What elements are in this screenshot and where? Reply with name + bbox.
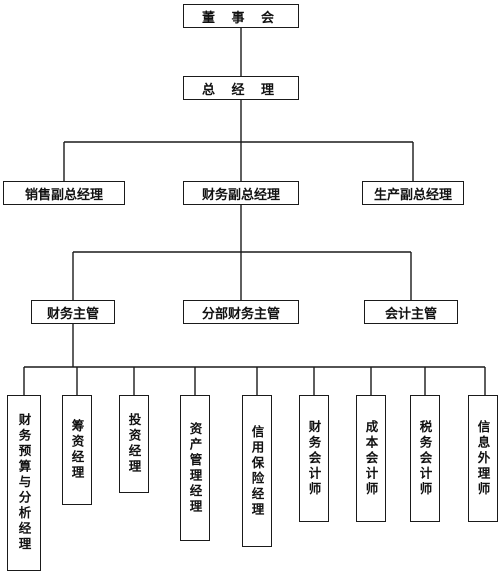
sales-vp-box: 销售副总经理: [3, 181, 125, 205]
role-label: 信息外理师: [475, 419, 491, 498]
role-label: 财务预算与分析经理: [16, 413, 32, 553]
finance-vp-box: 财务副总经理: [183, 181, 299, 205]
division-finance-head-box: 分部财务主管: [183, 300, 299, 324]
role-box-budget-analysis: 财务预算与分析经理: [7, 395, 41, 571]
role-label: 成本会计师: [363, 419, 379, 498]
general-manager-box: 总 经 理: [183, 76, 299, 100]
role-label: 信用保险经理: [249, 424, 265, 518]
role-box-cost-accountant: 成本会计师: [356, 395, 386, 522]
role-label: 投资经理: [126, 413, 142, 475]
treasurer-box: 财务主管: [31, 300, 115, 324]
role-box-investment: 投资经理: [119, 395, 149, 493]
controller-box: 会计主管: [364, 300, 458, 324]
role-box-tax-accountant: 税务会计师: [410, 395, 440, 522]
sales-vp-label: 销售副总经理: [24, 187, 103, 203]
role-box-information: 信息外理师: [468, 395, 498, 522]
treasurer-label: 财务主管: [46, 306, 99, 322]
board-label: 董 事 会: [201, 10, 281, 26]
role-box-financing: 筹资经理: [62, 395, 92, 505]
role-label: 筹资经理: [69, 419, 85, 481]
role-box-financial-accountant: 财务会计师: [299, 395, 329, 522]
finance-vp-label: 财务副总经理: [201, 187, 280, 203]
production-vp-box: 生产副总经理: [362, 181, 464, 205]
role-label: 资产管理经理: [187, 421, 203, 515]
general-manager-label: 总 经 理: [201, 82, 281, 98]
role-box-credit-insurance: 信用保险经理: [242, 395, 272, 547]
board-box: 董 事 会: [183, 4, 299, 28]
role-label: 税务会计师: [417, 419, 433, 498]
division-finance-head-label: 分部财务主管: [201, 306, 280, 322]
controller-label: 会计主管: [384, 306, 437, 322]
role-label: 财务会计师: [306, 419, 322, 498]
role-box-asset-management: 资产管理经理: [180, 395, 210, 541]
production-vp-label: 生产副总经理: [373, 187, 452, 203]
